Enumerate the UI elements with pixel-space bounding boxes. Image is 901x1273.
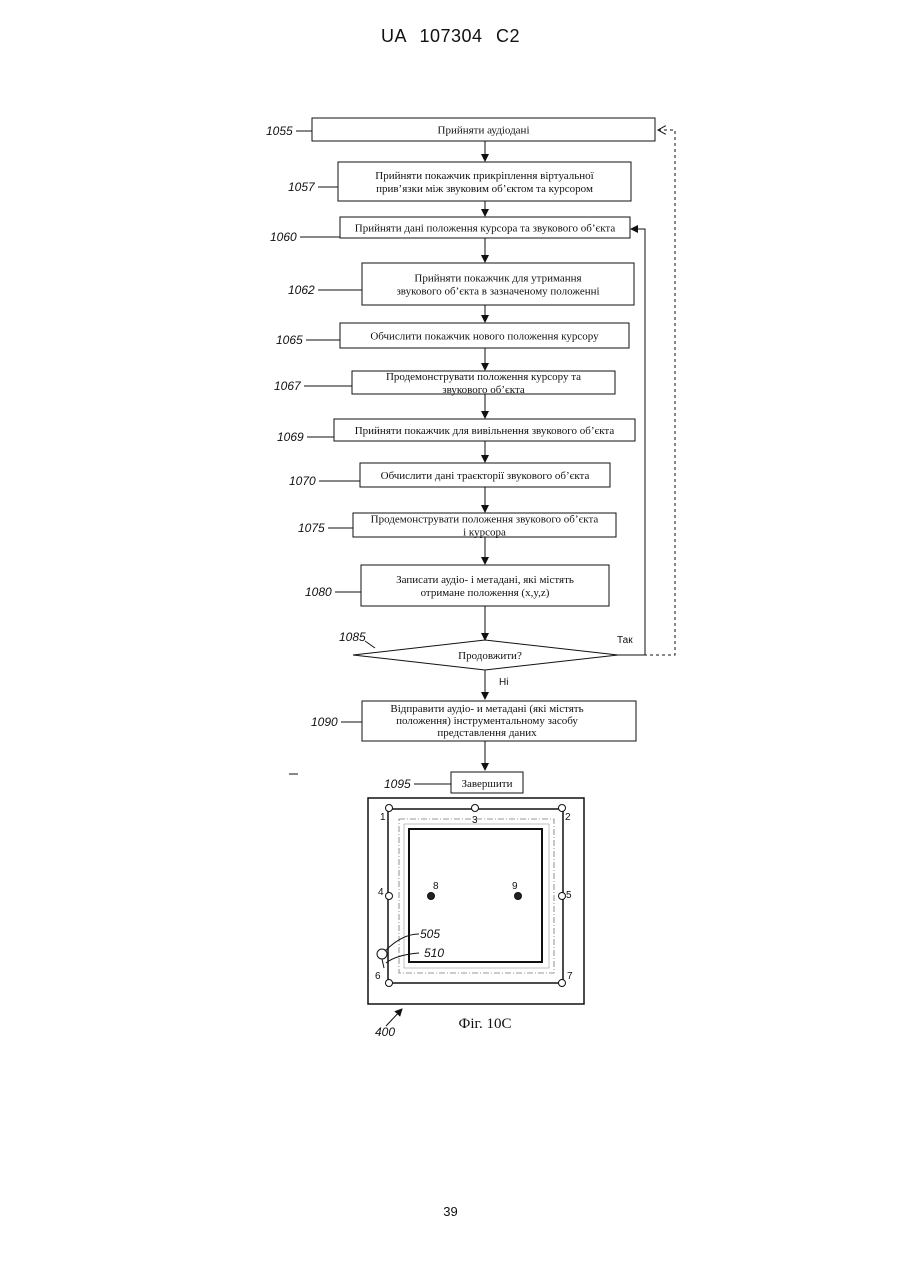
flowchart-step: Продемонструвати положення курсору тазву… [274,371,615,396]
page-number: 39 [0,1204,901,1219]
send-step: Відправити аудіо- и метадані (які містят… [311,701,636,741]
send-line-3: представлення даних [437,727,537,739]
step-label: звукового об’єкта в зазначеному положенн… [396,286,599,298]
speaker-point-icon [515,893,522,900]
step-ref: 1069 [277,430,304,444]
speaker-point-label: 5 [566,890,572,901]
decision-no-label: Ні [499,677,508,688]
speaker-point-icon [559,980,566,987]
speaker-point-icon [428,893,435,900]
flowchart-step: Прийняти покажчик для вивільнення звуков… [277,419,635,444]
send-ref: 1090 [311,715,338,729]
end-step: Завершити 1095 [384,772,523,793]
step-ref: 1060 [270,230,297,244]
decision-diamond: Продовжити? 1085 Так Ні [339,630,633,688]
speaker-point-icon [386,805,393,812]
speaker-point-icon [386,980,393,987]
speaker-point-label: 9 [512,881,518,892]
speaker-point-label: 6 [375,971,381,982]
speaker-point-icon [472,805,479,812]
step-ref: 1065 [276,333,303,347]
step-ref: 1055 [266,124,293,138]
flowchart-step: Прийняти аудіодані 1055 [266,118,655,141]
step-ref: 1070 [289,474,316,488]
step-ref: 1062 [288,283,315,297]
flowchart-step: Прийняти покажчик для утриманнязвукового… [288,263,634,305]
step-label: прив’язки між звуковим об’єктом та курсо… [376,183,593,195]
send-line-2: положення) інструментальному засобу [396,715,578,727]
step-label: Прийняти покажчик прикріплення віртуальн… [375,170,594,182]
decision-yes-label: Так [617,635,633,646]
speaker-point-label: 4 [378,887,384,898]
step-label: Прийняти аудіодані [438,125,530,137]
step-label: і курсора [463,527,506,539]
end-label: Завершити [462,778,513,790]
step-label: Прийняти покажчик для утримання [414,273,581,285]
step-label: отримане положення (x,y,z) [421,587,550,599]
step-label: Записати аудіо- і метадані, які містять [396,574,574,586]
step-label: Продемонструвати положення курсору та [386,371,581,383]
device-panel: 1 2 3 4 5 6 7 8 9 505 510 400 Фіг. 10С [368,798,584,1039]
callout-505: 505 [420,927,440,941]
flowchart-step: Продемонструвати положення звукового об’… [298,513,616,539]
speaker-point-label: 8 [433,881,439,892]
speaker-point-label: 2 [565,812,571,823]
step-ref: 1075 [298,521,325,535]
speaker-point-label: 1 [380,812,386,823]
step-ref: 1067 [274,379,302,393]
speaker-point-label: 3 [472,815,478,826]
send-line-1: Відправити аудіо- и метадані (які містят… [390,703,583,715]
callout-510: 510 [424,946,444,960]
step-label: Прийняти дані положення курсора та звуко… [355,223,616,235]
end-ref: 1095 [384,777,411,791]
flowchart-step: Прийняти покажчик прикріплення віртуальн… [288,162,631,201]
device-ref: 400 [375,1025,395,1039]
speaker-point-icon [559,893,566,900]
speaker-point-label: 7 [567,971,573,982]
step-label: Продемонструвати положення звукового об’… [371,514,599,526]
step-label: Обчислити покажчик нового положення курс… [370,331,599,343]
flowchart-step: Обчислити дані траєкторії звукового об’є… [289,463,610,488]
figure-caption: Фіг. 10С [459,1016,512,1032]
decision-label: Продовжити? [458,650,522,662]
decision-ref: 1085 [339,630,366,644]
step-ref: 1080 [305,585,332,599]
flowchart-step: Прийняти дані положення курсора та звуко… [270,217,630,244]
step-ref: 1057 [288,180,316,194]
speaker-point-icon [559,805,566,812]
flowchart-step: Обчислити покажчик нового положення курс… [276,323,629,348]
step-label: звукового об’єкта [442,384,525,396]
step-label: Прийняти покажчик для вивільнення звуков… [355,425,615,437]
flowchart-step: Записати аудіо- і метадані, які містятьо… [305,565,609,606]
flowchart-steps: Прийняти аудіодані 1055Прийняти покажчик … [266,118,655,606]
step-label: Обчислити дані траєкторії звукового об’є… [381,470,590,482]
speaker-point-icon [386,893,393,900]
